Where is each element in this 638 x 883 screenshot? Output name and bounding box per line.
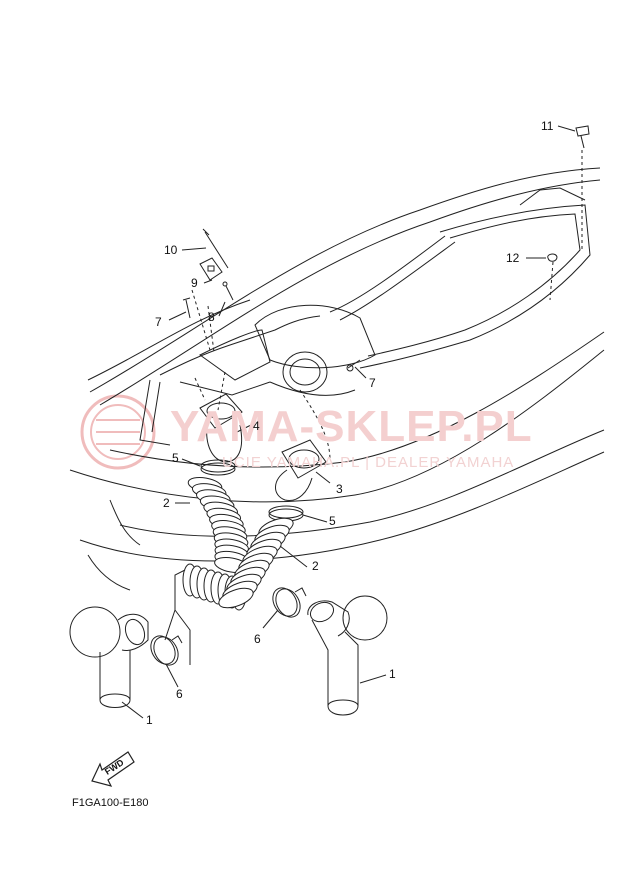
callout-8: 8 [208,310,215,324]
part-1-pipe-right [307,595,388,716]
callout-5: 5 [172,451,179,465]
hull-outline [69,150,605,591]
callout-1: 1 [146,713,153,727]
hose-bracket-lines [164,569,191,665]
callout-5: 5 [329,514,336,528]
watermark-logo [80,394,156,470]
part-3-duct [275,439,327,501]
callout-2: 2 [163,496,170,510]
part-6-clamp [150,587,307,666]
fwd-arrow-icon [91,751,135,787]
callout-1: 1 [389,667,396,681]
part-4-duct [199,393,243,463]
callout-4: 4 [253,419,260,433]
part-1-pipe-left [69,606,149,708]
callout-7: 7 [369,376,376,390]
part-2-hose [182,477,294,611]
part-11-12 [547,125,590,262]
callout-6: 6 [176,687,183,701]
watermark-subtext: UCIE YAMAHA.PL | DEALER YAMAHA [222,454,515,471]
diagram-code: F1GA100-E180 [72,797,149,809]
callout-10: 10 [164,243,178,257]
callout-2: 2 [312,559,319,573]
callout-11: 11 [541,119,554,133]
callout-12: 12 [506,251,520,265]
callout-9: 9 [191,276,198,290]
callout-6: 6 [254,632,261,646]
callout-7: 7 [155,315,162,329]
small-fasteners [182,228,361,372]
watermark-text: YAMA-SKLEP.PL [170,402,533,451]
callout-3: 3 [336,482,343,496]
leader-lines [121,125,576,719]
hose-ring [218,587,254,609]
